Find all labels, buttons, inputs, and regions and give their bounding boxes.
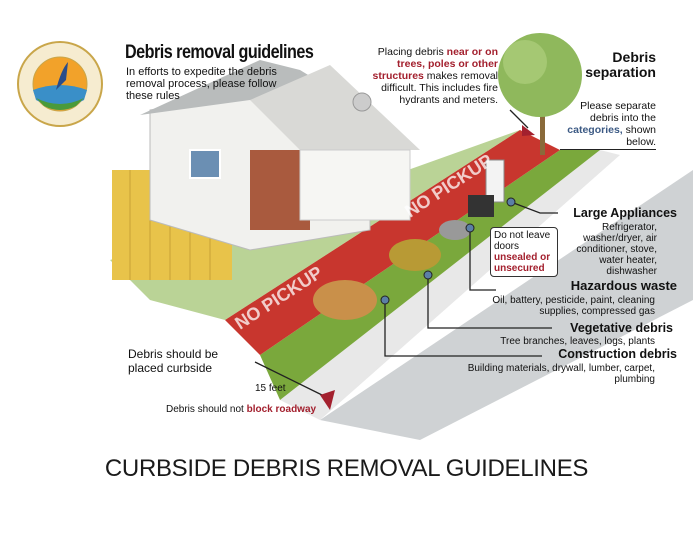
porch-roof	[250, 65, 420, 150]
separation-text: Please separate debris into the categori…	[560, 100, 656, 150]
distance-label: 15 feet	[255, 383, 286, 394]
page-subtitle: In efforts to expedite the debris remova…	[126, 66, 277, 102]
window	[189, 149, 221, 179]
construction-pointer	[384, 300, 542, 357]
refrigerator-icon	[485, 159, 505, 203]
category-construction-debris-items: Building materials, drywall, lumber, car…	[467, 363, 655, 385]
tree-trunk	[540, 95, 545, 155]
hazardous-pointer	[469, 228, 496, 291]
street-illustration: NO PICKUP NO PICKUP	[110, 33, 693, 440]
category-hazardous-waste: Hazardous waste	[570, 278, 677, 293]
caption: CURBSIDE DEBRIS REMOVAL GUIDELINES	[104, 455, 589, 482]
distance-line	[254, 361, 323, 396]
category-hazardous-waste-items: Oil, battery, pesticide, paint, cleaning…	[492, 295, 655, 317]
arrow-head-icon	[522, 125, 535, 136]
door-warning-box: Do not leave doors unsealed or unsecured	[490, 227, 558, 277]
porch	[299, 149, 411, 221]
category-vegetative-debris-items: Tree branches, leaves, logs, plants	[500, 336, 655, 347]
separation-heading: Debris separation	[585, 49, 656, 80]
road	[320, 170, 693, 440]
hazardous-debris	[439, 220, 471, 240]
category-construction-debris: Construction debris	[558, 347, 677, 361]
tree-placement-note: Placing debris near or on trees, poles o…	[372, 46, 498, 106]
vegetative-debris	[389, 239, 441, 271]
category-vegetative-debris: Vegetative debris	[570, 321, 673, 335]
page-title: Debris removal guidelines	[125, 42, 314, 63]
attic-vent	[352, 92, 372, 112]
category-large-appliances: Large Appliances	[573, 206, 677, 220]
curb	[280, 150, 620, 420]
curbside-note: Debris should be placed curbside	[128, 347, 219, 375]
category-large-appliances-items: Refrigerator, washer/dryer, air conditio…	[576, 222, 657, 277]
hernando-county-seal-logo	[17, 41, 103, 127]
no-pickup-zone	[225, 130, 560, 355]
roadway-arrow-icon	[320, 390, 335, 410]
stove-icon	[468, 195, 494, 217]
vegetative-pointer	[427, 275, 552, 329]
tree-note-arrow	[509, 109, 529, 129]
construction-debris	[313, 280, 377, 320]
appliance-pointer	[510, 201, 558, 214]
roadway-note: Debris should not block roadway	[166, 404, 317, 415]
